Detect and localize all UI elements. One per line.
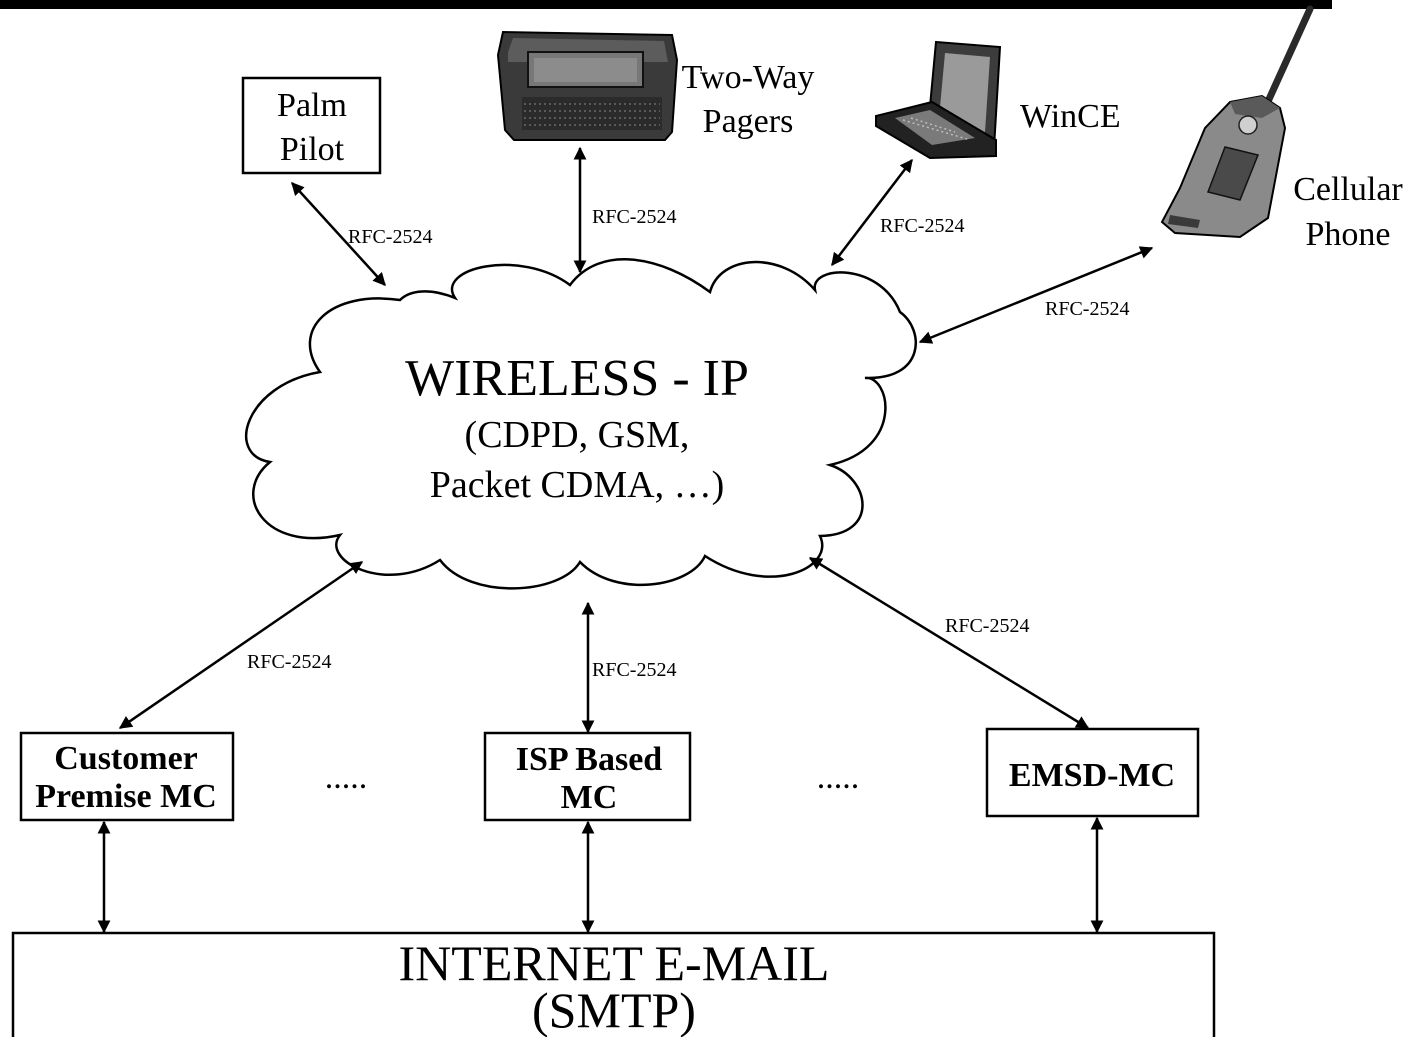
isp-based-mc-box	[483, 731, 692, 822]
pagers-label-line1: Two-Way	[682, 59, 815, 96]
rfc-label-customer: RFC-2524	[247, 651, 331, 673]
customer-premise-mc-node: Customer Premise MC	[19, 731, 235, 822]
customer-premise-mc-label-line2: Premise MC	[35, 778, 217, 815]
ellipsis-right: .....	[817, 759, 860, 796]
cloud-subtitle-line2: Packet CDMA, …)	[430, 464, 724, 506]
arrow-palm-cloud	[291, 182, 386, 286]
isp-based-mc-label-line2: MC	[561, 779, 618, 816]
palm-pilot-node: Palm Pilot	[241, 76, 382, 175]
cloud-title: WIRELESS - IP	[405, 350, 749, 407]
arrow-cloud-customer	[118, 560, 364, 730]
pager-icon	[496, 30, 679, 141]
rfc-label-pager: RFC-2524	[592, 206, 676, 228]
rfc-label-cell: RFC-2524	[1045, 298, 1129, 320]
rfc-label-wince: RFC-2524	[880, 215, 964, 237]
palm-pilot-label-line1: Palm	[277, 87, 347, 124]
laptop-icon	[875, 40, 1002, 160]
cellular-phone-icon	[1160, 5, 1314, 239]
cloud-subtitle-line1: (CDPD, GSM,	[465, 414, 690, 456]
emsd-mc-label: EMSD-MC	[1009, 757, 1175, 794]
rfc-label-emsd: RFC-2524	[945, 615, 1029, 637]
internet-email-node: INTERNET E-MAIL (SMTP)	[11, 931, 1216, 1037]
arrow-cloud-emsd	[808, 556, 1090, 730]
internet-email-title: INTERNET E-MAIL	[399, 935, 830, 991]
rfc-label-isp: RFC-2524	[592, 659, 676, 681]
customer-premise-mc-box	[19, 731, 235, 822]
wireless-ip-cloud	[244, 258, 917, 590]
ellipsis-left: .....	[325, 759, 368, 796]
rfc-label-palm: RFC-2524	[348, 226, 432, 248]
isp-based-mc-label-line1: ISP Based	[516, 741, 663, 778]
arrow-cell-cloud	[918, 246, 1154, 344]
pagers-label-line2: Pagers	[703, 103, 794, 140]
wince-label: WinCE	[1020, 98, 1121, 135]
top-border-bar	[0, 0, 1332, 9]
cellular-label-line2: Phone	[1306, 216, 1391, 253]
cellular-label-line1: Cellular	[1293, 171, 1403, 208]
internet-email-subtitle: (SMTP)	[532, 982, 696, 1037]
emsd-mc-box	[985, 727, 1200, 818]
palm-pilot-label-line2: Pilot	[280, 131, 345, 168]
internet-email-box	[11, 931, 1216, 1037]
isp-based-mc-node: ISP Based MC	[483, 731, 692, 822]
customer-premise-mc-label-line1: Customer	[54, 740, 198, 777]
arrow-wince-cloud	[831, 158, 913, 267]
palm-pilot-box	[241, 76, 382, 175]
emsd-mc-node: EMSD-MC	[985, 727, 1200, 818]
